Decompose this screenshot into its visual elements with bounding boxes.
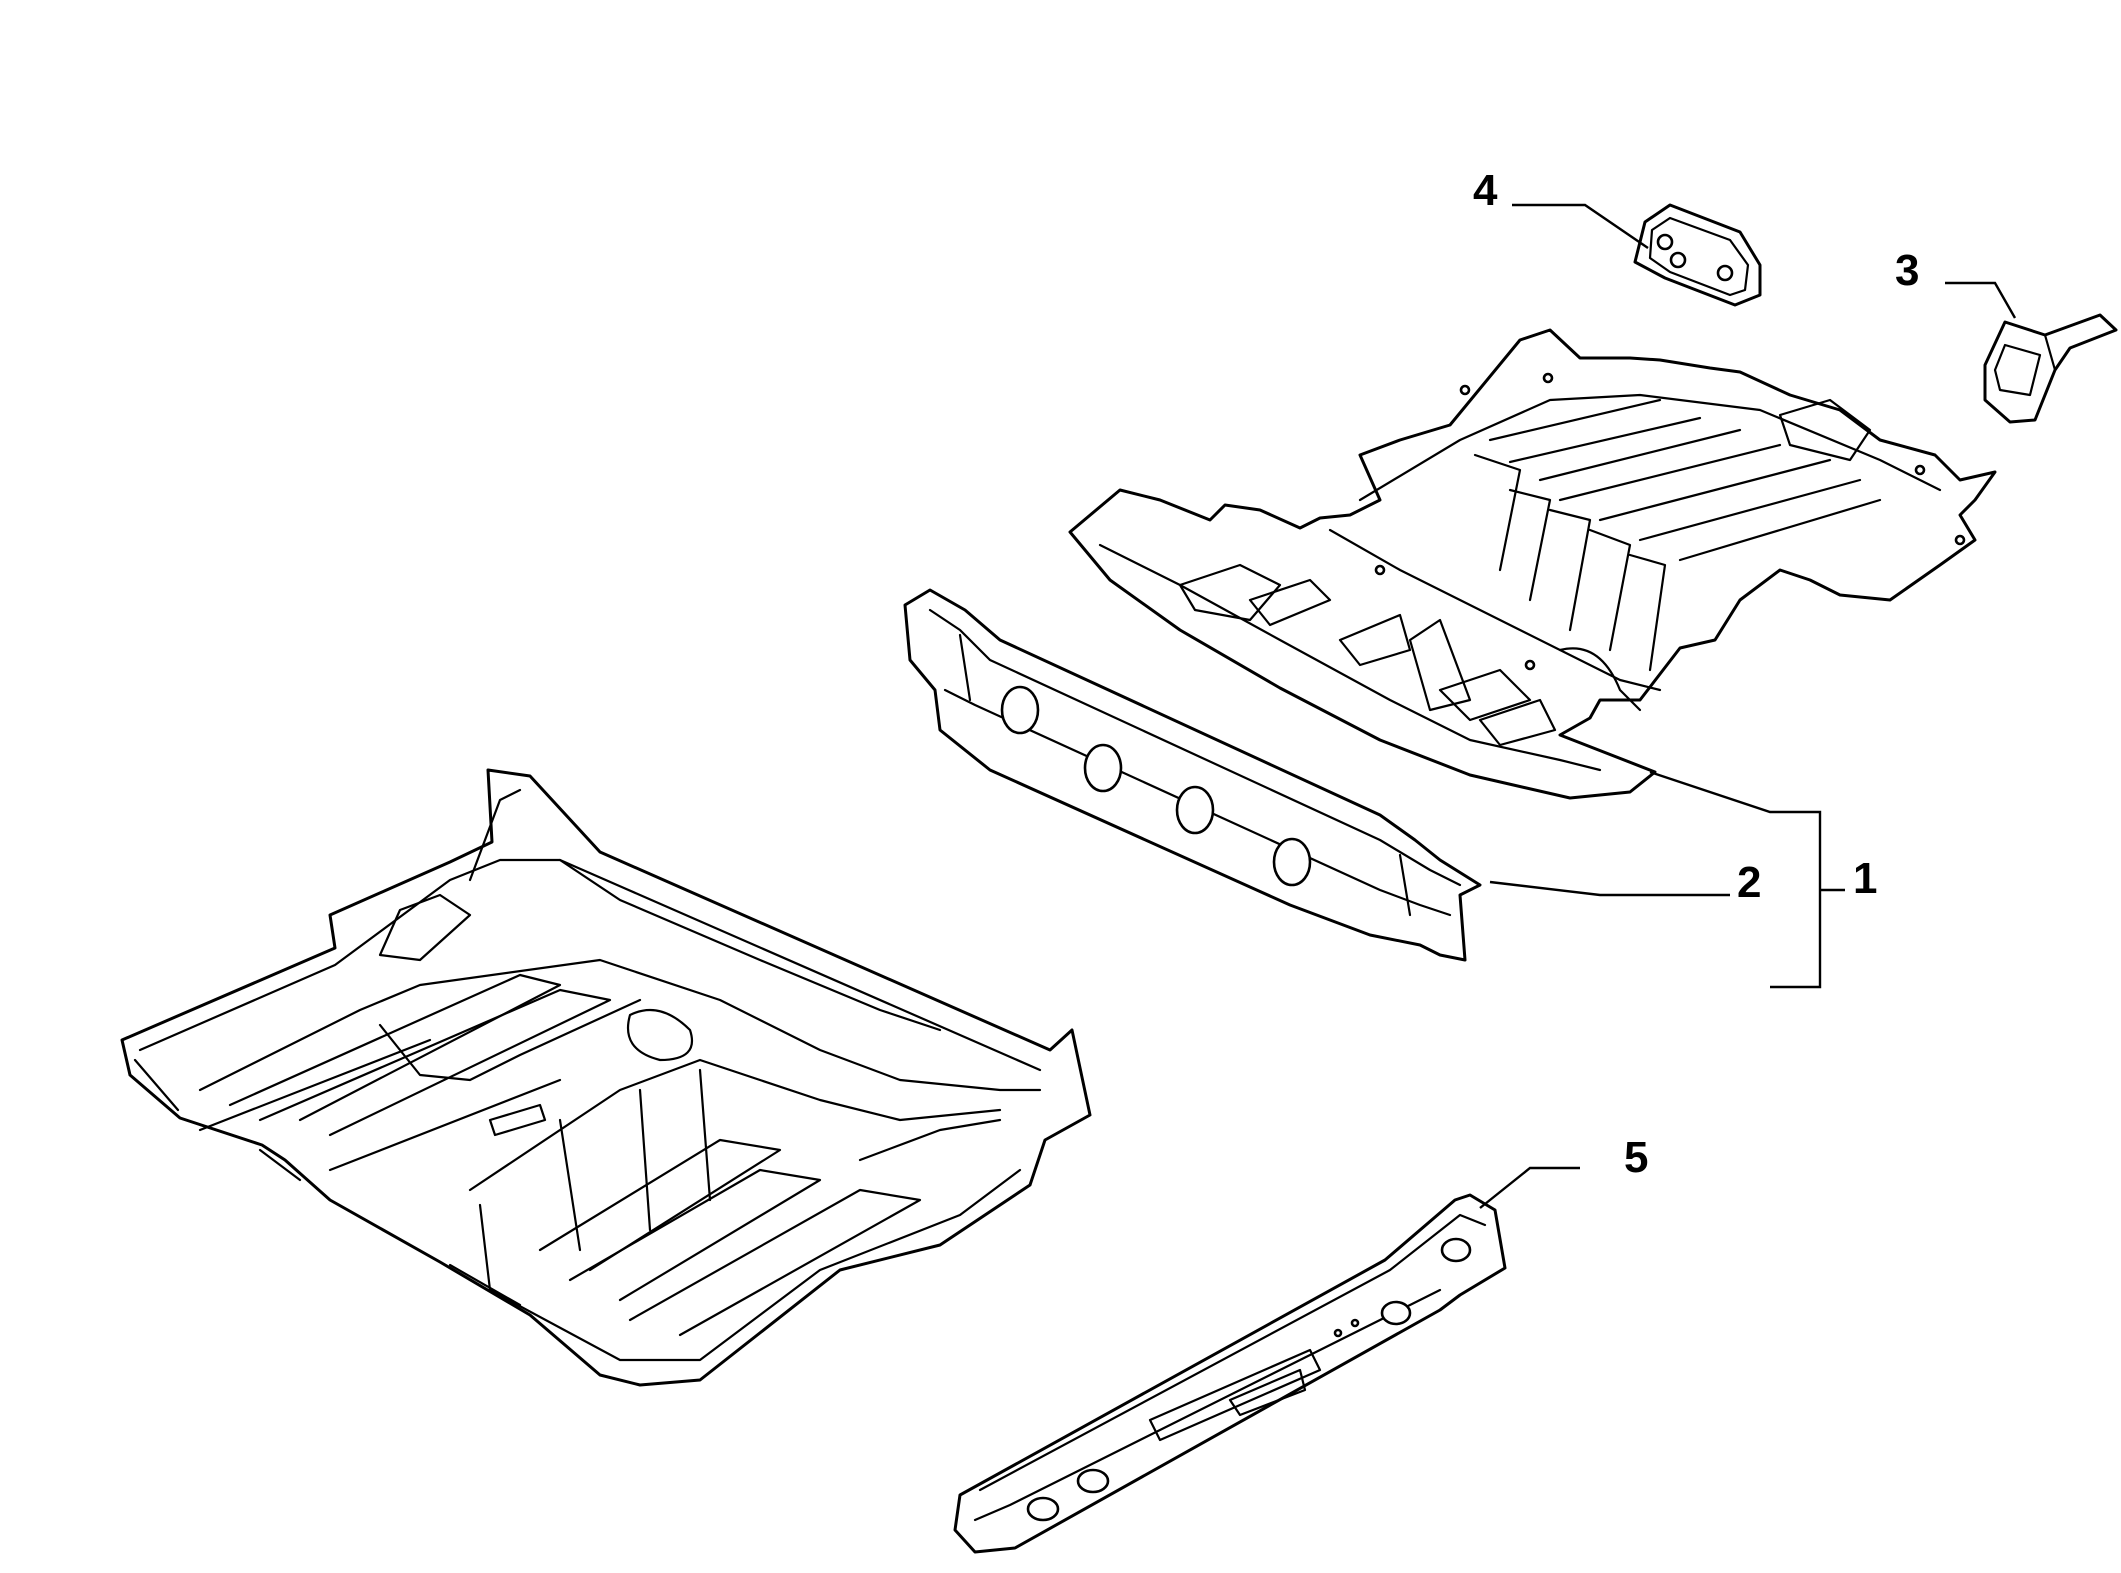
bracket: [1983, 313, 2118, 424]
cross-member: [903, 588, 1482, 962]
reinforcement-plate: [1633, 203, 1762, 307]
leader-4: [1512, 203, 1649, 249]
side-member: [953, 1193, 1507, 1554]
leader-2: [1489, 880, 1730, 897]
callout-4: 4: [1473, 166, 1498, 215]
leader-1-bracket: [1649, 770, 1845, 989]
leader-lines: [1479, 203, 2017, 1209]
callout-5: 5: [1624, 1133, 1648, 1182]
callouts: 1 2 3 4 5: [1473, 166, 1919, 1182]
front-floor-panel: [120, 768, 1092, 1387]
rear-floor-panel: [1068, 328, 1997, 800]
leader-5: [1479, 1166, 1580, 1209]
callout-2: 2: [1737, 858, 1761, 907]
callout-3: 3: [1895, 246, 1919, 295]
callout-1: 1: [1853, 854, 1877, 903]
leader-3: [1945, 281, 2017, 319]
